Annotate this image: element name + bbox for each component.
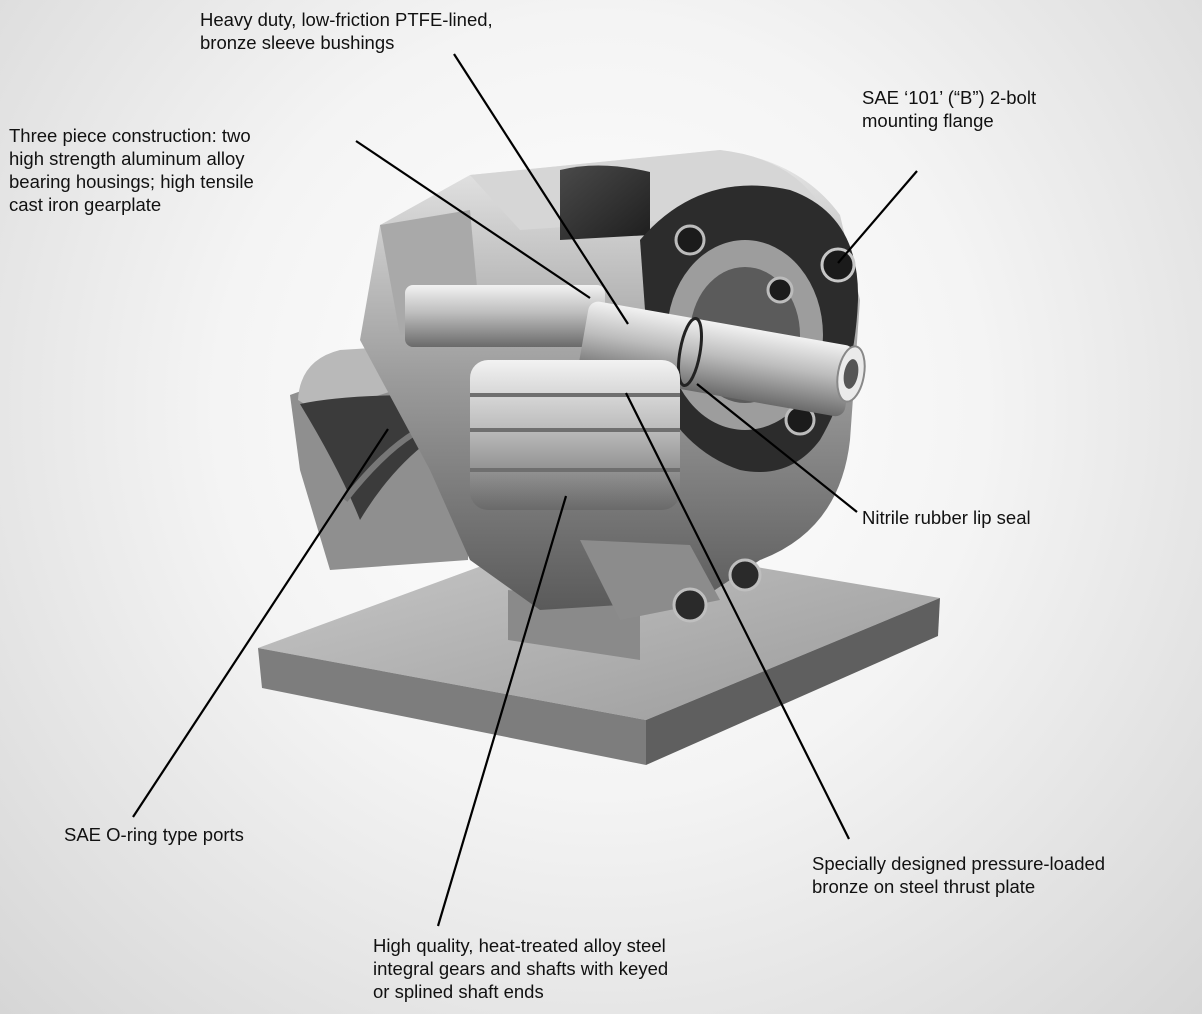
callout-thrust-plate: Specially designed pressure-loaded bronz… bbox=[812, 852, 1105, 898]
callout-line: SAE ‘101’ (“B”) 2-bolt bbox=[862, 87, 1037, 108]
leader-mounting-flange bbox=[837, 170, 918, 264]
callout-line: high strength aluminum alloy bbox=[9, 148, 245, 169]
callout-line: Specially designed pressure-loaded bbox=[812, 853, 1106, 874]
lower-gear bbox=[470, 360, 680, 510]
leader-three-piece-construction bbox=[355, 140, 591, 299]
callout-line: High quality, heat-treated alloy steel bbox=[373, 935, 666, 956]
leader-o-ring-ports bbox=[132, 428, 389, 818]
callout-gears-and-shafts: High quality, heat-treated alloy steel i… bbox=[373, 934, 668, 1003]
callout-mounting-flange: SAE ‘101’ (“B”) 2-bolt mounting flange bbox=[862, 86, 1036, 132]
callout-line: or splined shaft ends bbox=[373, 981, 544, 1002]
callout-line: Three piece construction: two bbox=[9, 125, 251, 146]
callout-lip-seal: Nitrile rubber lip seal bbox=[862, 506, 1031, 529]
callout-line: integral gears and shafts with keyed bbox=[373, 958, 669, 979]
callout-line: bronze on steel thrust plate bbox=[812, 876, 1036, 897]
leader-ptfe-bushings bbox=[453, 53, 629, 325]
leader-thrust-plate bbox=[625, 392, 850, 840]
leader-lip-seal bbox=[696, 383, 858, 513]
callout-line: Nitrile rubber lip seal bbox=[862, 507, 1031, 528]
upper-gear-and-shaft bbox=[405, 285, 866, 417]
callout-line: bronze sleeve bushings bbox=[200, 32, 395, 53]
callout-ptfe-bushings: Heavy duty, low-friction PTFE-lined, bro… bbox=[200, 8, 493, 54]
leader-gears-shafts bbox=[436, 495, 568, 927]
callout-line: SAE O-ring type ports bbox=[64, 824, 244, 845]
housing-bolts bbox=[580, 540, 762, 623]
callout-three-piece-construction: Three piece construction: two high stren… bbox=[9, 124, 254, 216]
callout-line: Heavy duty, low-friction PTFE-lined, bbox=[200, 9, 493, 30]
callout-line: cast iron gearplate bbox=[9, 194, 162, 215]
callout-line: mounting flange bbox=[862, 110, 994, 131]
leader-lines bbox=[132, 53, 918, 927]
callout-o-ring-ports: SAE O-ring type ports bbox=[64, 823, 244, 846]
callout-line: bearing housings; high tensile bbox=[9, 171, 254, 192]
